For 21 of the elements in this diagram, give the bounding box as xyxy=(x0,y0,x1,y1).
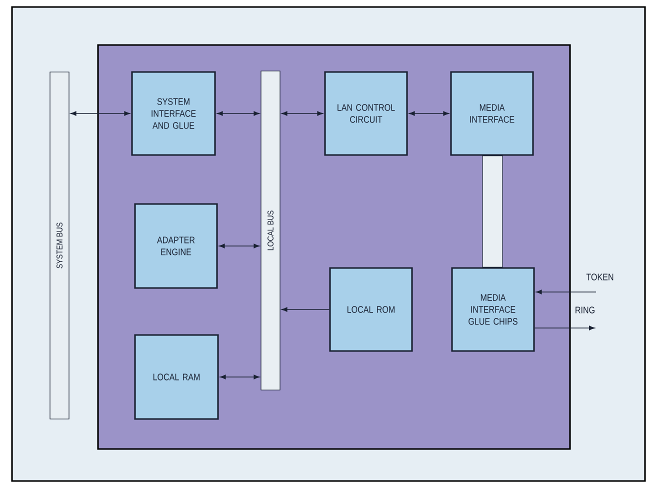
block-box: SYSTEM INTERFACE AND GLUE xyxy=(131,71,216,156)
block-box: ADAPTER ENGINE xyxy=(134,203,218,289)
block-box: LAN CONTROL CIRCUIT xyxy=(324,71,408,156)
block-box: MEDIA INTERFACE xyxy=(450,71,534,156)
arrow xyxy=(218,244,260,248)
arrow xyxy=(216,111,260,116)
bus-bar: SYSTEM BUS xyxy=(50,72,70,420)
edge-label: TOKEN xyxy=(585,272,615,282)
arrow xyxy=(408,111,450,116)
arrow xyxy=(534,326,595,330)
arrow xyxy=(536,290,596,294)
edge-label: RING xyxy=(574,306,596,314)
arrow xyxy=(281,307,330,312)
arrow xyxy=(70,111,130,116)
block-box: LOCAL ROM xyxy=(329,267,413,352)
connection-band xyxy=(482,155,503,268)
block-box: MEDIA INTERFACE GLUE CHIPS xyxy=(451,267,535,352)
bus-bar: LOCAL BUS xyxy=(260,70,280,390)
arrow xyxy=(281,111,324,116)
block-box: LOCAL RAM xyxy=(134,334,219,420)
arrow xyxy=(220,374,260,380)
